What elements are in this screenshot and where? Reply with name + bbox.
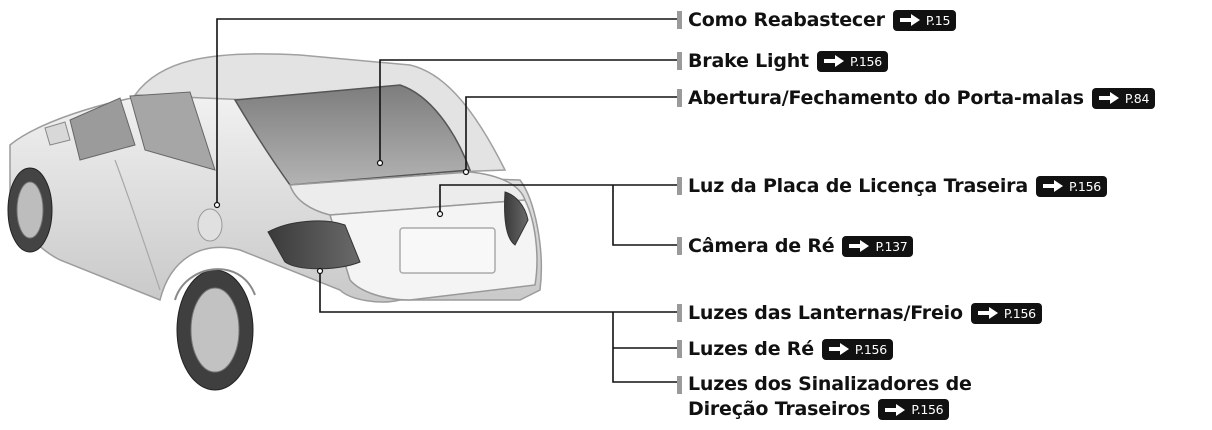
label-text: Como Reabastecer (688, 9, 885, 31)
arrow-right-icon (823, 55, 844, 67)
label-text: Brake Light (688, 50, 809, 72)
label-marker (677, 237, 682, 255)
page-ref-text: P.137 (875, 238, 908, 254)
page-ref-badge[interactable]: P.137 (842, 235, 914, 257)
page-ref-badge[interactable]: P.156 (821, 338, 893, 360)
dot-plate-light (436, 210, 444, 218)
dot-trunk (462, 168, 470, 176)
label-text: Luz da Placa de Licença Traseira (688, 175, 1028, 197)
label-marker (677, 177, 682, 195)
arrow-right-icon (828, 343, 849, 355)
page-ref-badge[interactable]: P.84 (1091, 87, 1156, 109)
page-ref-text: P.156 (854, 341, 887, 357)
label-text-line1: Luzes dos Sinalizadores de (688, 373, 972, 395)
label-refuel: Como Reabastecer P.15 (677, 9, 957, 31)
label-trunk: Abertura/Fechamento do Porta-malas P.84 (677, 87, 1156, 109)
arrow-right-icon (885, 403, 906, 416)
label-camera: Câmera de Ré P.137 (677, 235, 914, 257)
dot-refuel (213, 201, 221, 209)
page-ref-badge[interactable]: P.156 (970, 302, 1042, 324)
dot-tail-lamp (316, 267, 324, 275)
page-ref-badge[interactable]: P.156 (816, 50, 888, 72)
leader-lines (216, 18, 677, 383)
label-text-line2: Direção Traseiros (688, 398, 871, 420)
label-plate-light: Luz da Placa de Licença Traseira P.156 (677, 175, 1107, 197)
page-ref-text: P.156 (1003, 305, 1036, 321)
label-text: Luzes de Ré (688, 338, 814, 360)
page-ref-badge[interactable]: P.15 (892, 9, 957, 31)
leader-dots (213, 159, 470, 275)
arrow-right-icon (899, 14, 920, 26)
label-turn-signal: Luzes dos Sinalizadores de Direção Trase… (677, 372, 972, 422)
label-marker (677, 52, 682, 70)
label-marker (677, 89, 682, 107)
label-text: Câmera de Ré (688, 235, 835, 257)
arrow-right-icon (1098, 92, 1119, 104)
page-ref-text: P.156 (849, 53, 882, 69)
page-ref-text: P.15 (925, 12, 951, 28)
label-reverse: Luzes de Ré P.156 (677, 338, 893, 360)
label-tail-brake: Luzes das Lanternas/Freio P.156 (677, 302, 1042, 324)
arrow-right-icon (849, 240, 870, 252)
page-ref-text: P.84 (1124, 90, 1150, 106)
page-ref-badge[interactable]: P.156 (1035, 175, 1107, 197)
label-brake-light: Brake Light P.156 (677, 50, 888, 72)
label-text: Abertura/Fechamento do Porta-malas (688, 87, 1084, 109)
arrow-right-icon (977, 307, 998, 319)
label-marker (677, 304, 682, 322)
label-marker (677, 11, 682, 29)
arrow-right-icon (1042, 180, 1063, 192)
label-text: Luzes das Lanternas/Freio (688, 302, 963, 324)
page-ref-badge[interactable]: P.156 (878, 399, 950, 420)
dot-brake-light (376, 159, 384, 167)
label-marker (677, 340, 682, 358)
page-ref-text: P.156 (911, 402, 944, 417)
label-marker (677, 375, 682, 394)
page-ref-text: P.156 (1068, 178, 1101, 194)
car-body (7, 53, 543, 391)
